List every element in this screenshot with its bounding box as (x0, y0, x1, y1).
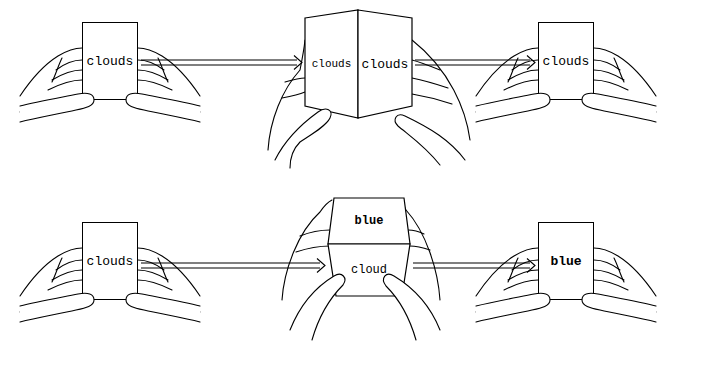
card-outline (328, 244, 410, 296)
word-card: blue (328, 198, 410, 244)
word-card: clouds (82, 22, 138, 100)
step-arrow (413, 259, 535, 273)
word-card: clouds (538, 22, 594, 100)
card-word: cloud (351, 264, 387, 276)
turning-hands (282, 200, 440, 300)
card-word: blue (355, 215, 384, 227)
card-word: clouds (87, 55, 134, 68)
card-outline (328, 198, 410, 244)
word-card: cloud (328, 244, 410, 296)
card-outline (305, 10, 358, 118)
thumbs (275, 109, 465, 340)
word-card: clouds (305, 10, 358, 118)
card-word: clouds (543, 55, 590, 68)
thumbs (20, 293, 200, 322)
card-word: clouds (87, 255, 134, 268)
card-word: clouds (362, 58, 409, 71)
thumbs (476, 293, 656, 322)
word-card: clouds (82, 222, 138, 300)
card-outline (358, 10, 412, 118)
step-arrow (415, 56, 535, 70)
word-card: clouds (358, 10, 412, 118)
step-arrow (141, 259, 325, 273)
step-arrow (141, 56, 302, 70)
edge-layer (141, 56, 535, 273)
thumbs (20, 93, 200, 122)
card-word: blue (550, 255, 581, 268)
word-card: blue (538, 222, 594, 300)
card-word: clouds (312, 59, 352, 70)
thumbs (476, 93, 656, 122)
